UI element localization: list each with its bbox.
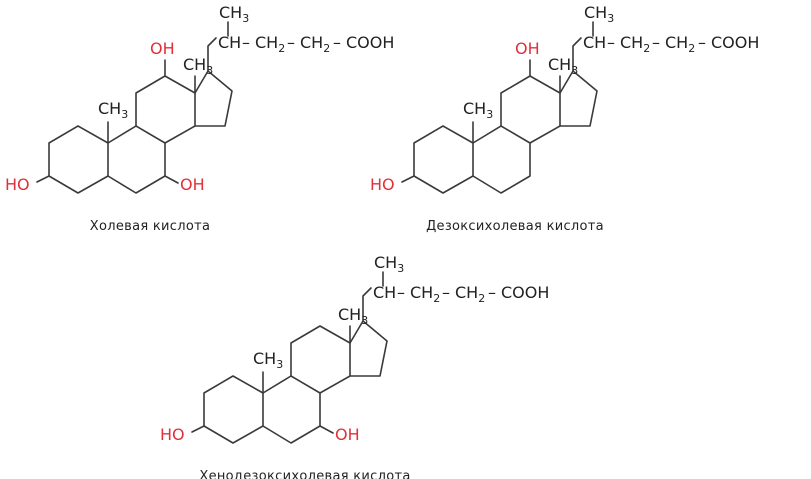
side-chain-ch-label: CH xyxy=(583,33,606,52)
methyl-c21-label: CH3 xyxy=(584,3,614,25)
cooh-label: COOH xyxy=(711,33,759,52)
hydroxyl-c7-label: OH xyxy=(180,175,205,194)
molecule-caption: Дезоксихолевая кислота xyxy=(426,219,604,234)
ring-a xyxy=(203,375,264,444)
side-chain-ch2-label-2: CH2 xyxy=(300,33,330,55)
side-chain-dash: – xyxy=(698,33,706,52)
methyl-c18-label: CH3 xyxy=(183,55,213,77)
hydroxyl-c7-bond xyxy=(319,425,334,434)
methyl-c19-label: CH3 xyxy=(253,349,283,371)
side-chain-dash: – xyxy=(607,33,615,52)
side-chain-ch2-label-1: CH2 xyxy=(620,33,650,55)
methyl-c21-label: CH3 xyxy=(374,253,404,275)
side-chain-ch2-label-1: CH2 xyxy=(410,283,440,305)
side-chain-dash: – xyxy=(652,33,660,52)
side-chain-dash: – xyxy=(287,33,295,52)
ring-b xyxy=(472,125,531,194)
side-chain-dash: – xyxy=(397,283,405,302)
ring-d xyxy=(349,320,388,377)
methyl-c19-label: CH3 xyxy=(98,99,128,121)
side-chain-dash: – xyxy=(333,33,341,52)
methyl-c18-label: CH3 xyxy=(548,55,578,77)
ring-c xyxy=(500,75,561,144)
molecule-caption: Хенодезоксихолевая кислота xyxy=(199,469,410,479)
hydroxyl-c3-bond xyxy=(191,425,205,433)
molecule-2: CH3CH3CH3CH–CH2–CH2–COOHHOOHДезоксихолев… xyxy=(370,3,759,234)
molecule-caption: Холевая кислота xyxy=(90,219,211,234)
ring-d xyxy=(194,70,233,127)
hydroxyl-c12-label: OH xyxy=(150,39,175,58)
side-chain-ch-label: CH xyxy=(218,33,241,52)
ring-c xyxy=(135,75,196,144)
hydroxyl-c3-label: HO xyxy=(370,175,395,194)
side-chain-dash: – xyxy=(242,33,250,52)
ring-a xyxy=(48,125,109,194)
cooh-label: COOH xyxy=(346,33,394,52)
methyl-c21-label: CH3 xyxy=(219,3,249,25)
side-chain-ch2-label-2: CH2 xyxy=(455,283,485,305)
ring-d xyxy=(559,70,598,127)
side-chain-bond xyxy=(572,37,582,72)
ring-c xyxy=(290,325,351,394)
hydroxyl-c3-bond xyxy=(401,175,415,183)
hydroxyl-c3-bond xyxy=(36,175,50,183)
ring-b xyxy=(107,125,166,194)
ring-b xyxy=(262,375,321,444)
side-chain-ch2-label-1: CH2 xyxy=(255,33,285,55)
methyl-c18-label: CH3 xyxy=(338,305,368,327)
hydroxyl-c12-label: OH xyxy=(515,39,540,58)
side-chain-ch-label: CH xyxy=(373,283,396,302)
hydroxyl-c3-label: HO xyxy=(160,425,185,444)
side-chain-bond xyxy=(207,37,217,72)
side-chain-dash: – xyxy=(442,283,450,302)
side-chain-dash: – xyxy=(488,283,496,302)
cooh-label: COOH xyxy=(501,283,549,302)
hydroxyl-c7-label: OH xyxy=(335,425,360,444)
ring-a xyxy=(413,125,474,194)
side-chain-ch2-label-2: CH2 xyxy=(665,33,695,55)
hydroxyl-c3-label: HO xyxy=(5,175,30,194)
methyl-c19-label: CH3 xyxy=(463,99,493,121)
side-chain-bond xyxy=(362,287,372,322)
hydroxyl-c7-bond xyxy=(164,175,179,184)
